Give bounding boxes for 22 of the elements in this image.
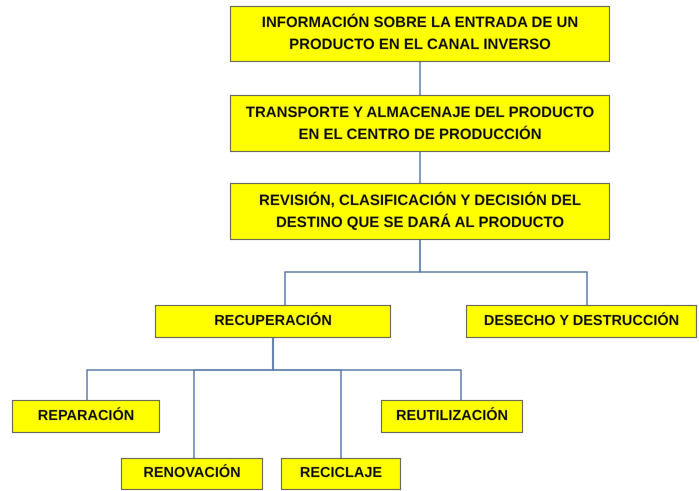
box-label: RECUPERACIÓN bbox=[214, 311, 332, 331]
process-box bbox=[155, 305, 391, 338]
connector-line bbox=[272, 338, 462, 400]
connector-line bbox=[419, 152, 421, 183]
process-box bbox=[230, 6, 610, 62]
process-box bbox=[466, 305, 697, 338]
connector-line bbox=[419, 62, 421, 95]
box-label: INFORMACIÓN SOBRE LA ENTRADA DE UN PRODUCTO EN EL CANAL INVERSO bbox=[260, 12, 580, 55]
process-box bbox=[230, 95, 610, 152]
process-box bbox=[281, 458, 401, 490]
process-box bbox=[12, 400, 160, 433]
process-box bbox=[121, 458, 263, 490]
box-label: REUTILIZACIÓN bbox=[396, 406, 508, 426]
box-label: REPARACIÓN bbox=[38, 406, 134, 426]
box-label: TRANSPORTE Y ALMACENAJE DEL PRODUCTO EN EL CENTRO DE PRODUCCIÓN bbox=[244, 102, 596, 144]
connector-line bbox=[419, 240, 588, 305]
box-label: DESECHO Y DESTRUCCIÓN bbox=[484, 311, 680, 331]
process-box bbox=[381, 400, 523, 433]
box-label: RENOVACIÓN bbox=[143, 463, 241, 484]
process-box bbox=[230, 183, 610, 240]
box-label: RECICLAJE bbox=[300, 464, 382, 484]
box-label: REVISIÓN, CLASIFICACIÓN Y DECISIÓN DEL DESTINO QUE SE DARÁ AL PRODUCTO bbox=[258, 190, 582, 232]
